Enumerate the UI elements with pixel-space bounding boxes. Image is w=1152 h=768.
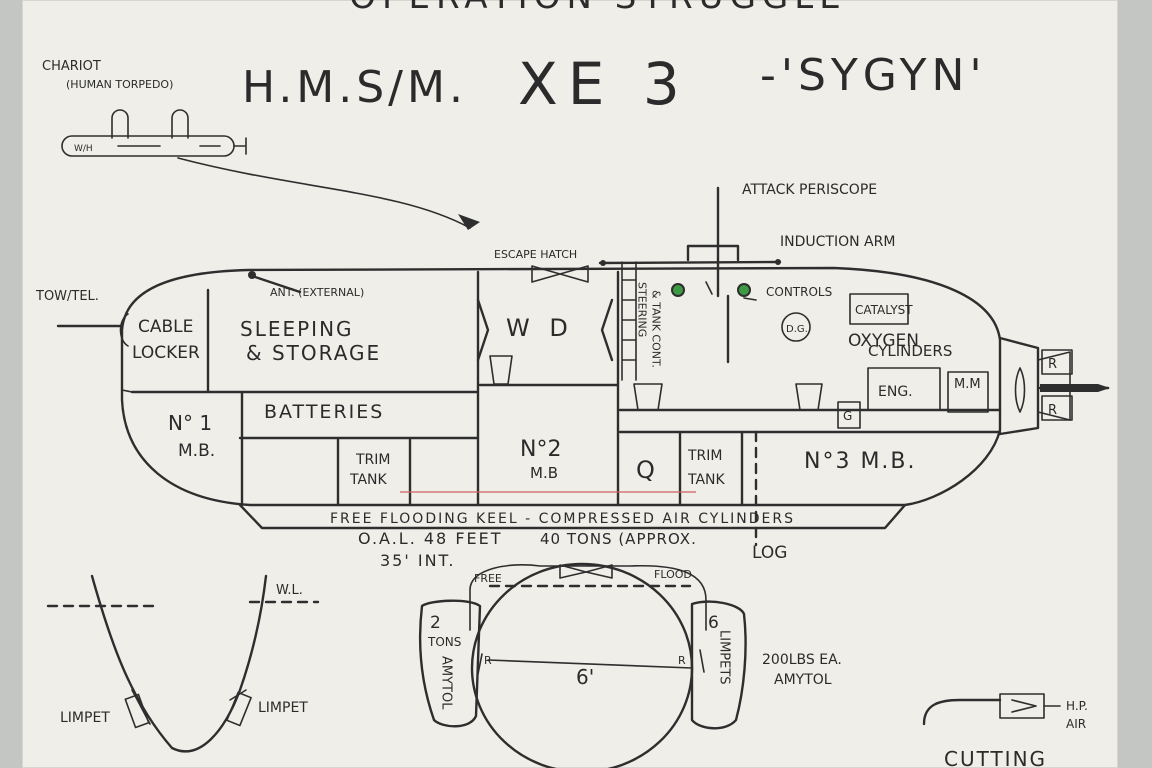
- title-xe3: XE 3: [518, 50, 690, 118]
- label-controls: CONTROLS: [766, 285, 832, 299]
- label-trim1: TRIM: [355, 452, 391, 468]
- label-trim2: TRIM: [687, 448, 723, 464]
- label-cutting: CUTTING: [944, 747, 1047, 768]
- label-mb2: M.B: [530, 464, 558, 482]
- rudder-r-bottom: R: [1048, 403, 1057, 418]
- label-keel: FREE FLOODING KEEL - COMPRESSED AIR CYLI…: [330, 511, 795, 527]
- label-tow-tel: TOW/TEL.: [35, 289, 99, 304]
- label-no3: N°3 M.B.: [804, 449, 917, 474]
- circular-cross-section: FREE FLOOD 2 TONS AMYTOL 6 LIMPETS 6' R …: [418, 562, 842, 768]
- title-hms: H.M.S/M.: [242, 62, 467, 113]
- label-limpets-word: LIMPETS: [717, 630, 732, 685]
- drawing-sheet: OPERATION STRUGGLE H.M.S/M. XE 3 -'SYGYN…: [22, 0, 1118, 768]
- label-dg: D.G.: [786, 324, 808, 335]
- label-storage: & STORAGE: [246, 341, 381, 365]
- chariot-sublabel: (HUMAN TORPEDO): [66, 78, 173, 91]
- label-tank1: TANK: [349, 472, 388, 488]
- label-locker: LOCKER: [132, 343, 200, 363]
- label-tank2: TANK: [687, 472, 726, 488]
- submarine-hull: R R: [35, 182, 1110, 570]
- label-log: LOG: [752, 543, 787, 563]
- label-six-feet: 6': [576, 665, 594, 689]
- label-catalyst: CATALYST: [855, 303, 913, 317]
- label-cable: CABLE: [138, 317, 193, 337]
- title-sygyn: -'SYGYN': [760, 50, 987, 101]
- label-eng: ENG.: [878, 384, 913, 400]
- label-mm: M.M: [954, 377, 981, 392]
- label-mb1: M.B.: [178, 441, 215, 461]
- label-r-left: R: [484, 654, 492, 667]
- label-induction-arm: INDUCTION ARM: [780, 234, 895, 250]
- label-oxygen: OXYGEN: [848, 331, 919, 351]
- label-g: G: [843, 409, 852, 423]
- label-wl: W.L.: [276, 583, 303, 598]
- submarine-schematic: OPERATION STRUGGLE H.M.S/M. XE 3 -'SYGYN…: [35, 0, 1110, 768]
- label-steering: STEERING: [636, 282, 649, 337]
- label-q: Q: [636, 456, 655, 484]
- label-amytol-right: AMYTOL: [774, 672, 832, 688]
- label-six: 6: [708, 613, 719, 633]
- chariot-label: CHARIOT: [42, 59, 101, 74]
- rudder-r-top: R: [1048, 357, 1057, 372]
- label-attack-periscope: ATTACK PERISCOPE: [742, 182, 877, 198]
- label-no2: N°2: [520, 437, 561, 462]
- label-flood: FLOOD: [654, 568, 692, 581]
- label-int: 35' INT.: [380, 551, 456, 570]
- label-no1: N° 1: [168, 411, 212, 435]
- label-tons: 40 TONS (APPROX.: [540, 530, 697, 548]
- label-batteries: BATTERIES: [264, 401, 384, 423]
- label-amytol-left: AMYTOL: [439, 656, 454, 710]
- chariot-sketch: CHARIOT (HUMAN TORPEDO) W/H: [42, 59, 480, 230]
- label-tank-control: & TANK CONT.: [650, 290, 663, 368]
- label-wd: W D: [506, 314, 574, 342]
- label-free: FREE: [474, 572, 502, 585]
- label-escape-hatch: ESCAPE HATCH: [494, 248, 577, 261]
- label-two: 2: [430, 613, 441, 633]
- heading-operation-struggle: OPERATION STRUGGLE: [349, 0, 846, 17]
- label-cylinders: CYLINDERS: [868, 342, 952, 360]
- chariot-warhead-label: W/H: [74, 144, 93, 154]
- label-tons-word: TONS: [427, 635, 461, 649]
- label-r-right: R: [678, 654, 686, 667]
- hull-cross-section-sketch: W.L. LIMPET LIMPET: [46, 574, 320, 753]
- label-oal: O.A.L. 48 FEET: [358, 529, 503, 548]
- label-antenna: ANT. (EXTERNAL): [270, 286, 364, 299]
- label-sleeping: SLEEPING: [240, 317, 354, 341]
- label-air: AIR: [1066, 717, 1086, 731]
- label-hp: H.P.: [1066, 699, 1088, 713]
- label-limpet-right: LIMPET: [258, 700, 308, 716]
- label-limpet-left: LIMPET: [60, 710, 110, 726]
- label-200lbs: 200LBS EA.: [762, 652, 842, 668]
- cutting-device-sketch: H.P. AIR CUTTING: [922, 693, 1088, 768]
